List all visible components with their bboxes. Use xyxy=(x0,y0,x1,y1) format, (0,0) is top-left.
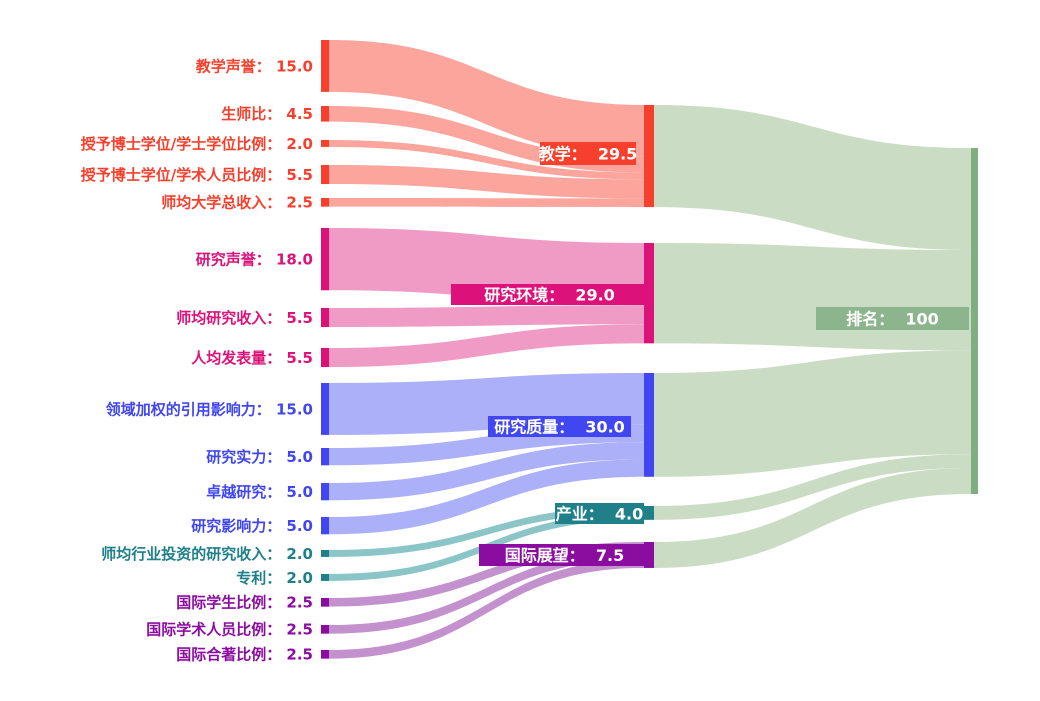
sankey-link-research_income-research_environment[interactable] xyxy=(329,305,644,328)
node-label-doctorate_bachelor_ratio: 授予博士学位/学士学位比例： 2.0 xyxy=(81,135,313,153)
node-label-box-research_environment: 研究环境： 29.0 xyxy=(451,284,648,305)
node-label-bg-industry xyxy=(555,503,644,524)
sankey-link-international_outlook-ranking[interactable] xyxy=(654,468,971,568)
sankey-node-industry_income[interactable] xyxy=(321,550,329,557)
node-label-institutional_income: 师均大学总收入： 2.5 xyxy=(161,194,313,212)
sankey-link-doctorate_staff_ratio-teaching[interactable] xyxy=(329,165,644,199)
node-label-bg-ranking xyxy=(816,307,969,330)
node-label-fwci: 领域加权的引用影响力： 15.0 xyxy=(105,400,313,418)
sankey-link-research_productivity-research_environment[interactable] xyxy=(329,324,644,368)
node-label-text-ranking: 排名： 100 xyxy=(846,309,939,328)
node-label-text-research_environment: 研究环境： 29.0 xyxy=(484,285,615,304)
node-label-research_reputation: 研究声誉： 18.0 xyxy=(196,251,313,269)
sankey-node-research_quality[interactable] xyxy=(644,373,654,477)
node-label-industry_income: 师均行业投资的研究收入： 2.0 xyxy=(101,545,313,563)
node-label-doctorate_staff_ratio: 授予博士学位/学术人员比例： 5.5 xyxy=(81,166,313,184)
sankey-labels: 教学声誉： 15.0 生师比： 4.5 授予博士学位/学士学位比例： 2.0 授予博士… xyxy=(81,57,969,664)
sankey-link-industry_income-industry[interactable] xyxy=(329,506,644,557)
node-label-text-teaching: 教学： 29.5 xyxy=(539,144,638,163)
sankey-node-ranking[interactable] xyxy=(971,148,978,494)
sankey-link-intl_students-international_outlook[interactable] xyxy=(329,542,644,607)
node-label-bg-research_quality xyxy=(488,416,631,437)
sankey-node-student_staff_ratio[interactable] xyxy=(321,106,329,122)
sankey-node-research_reputation[interactable] xyxy=(321,228,329,291)
sankey-node-research_excellence[interactable] xyxy=(321,483,329,501)
node-label-research_excellence: 卓越研究： 5.0 xyxy=(206,483,313,501)
sankey-link-research_quality-ranking[interactable] xyxy=(654,350,971,477)
sankey-node-research_income[interactable] xyxy=(321,308,329,328)
sankey-link-institutional_income-teaching[interactable] xyxy=(329,198,644,208)
sankey-link-intl_staff-international_outlook[interactable] xyxy=(329,550,644,634)
sankey-node-research_environment[interactable] xyxy=(644,243,654,344)
node-label-box-ranking: 排名： 100 xyxy=(816,307,969,330)
sankey-node-intl_coauthorship[interactable] xyxy=(321,650,329,659)
sankey-node-patents[interactable] xyxy=(321,574,329,581)
node-label-patents: 专利： 2.0 xyxy=(236,569,313,587)
sankey-nodes xyxy=(321,40,978,659)
node-label-student_staff_ratio: 生师比： 4.5 xyxy=(221,105,313,123)
sankey-node-intl_staff[interactable] xyxy=(321,625,329,634)
node-label-bg-research_environment xyxy=(451,284,648,305)
sankey-link-teaching-ranking[interactable] xyxy=(654,105,971,251)
sankey-link-research_environment-ranking[interactable] xyxy=(654,243,971,351)
node-label-teach_reputation: 教学声誉： 15.0 xyxy=(195,57,313,75)
sankey-link-industry-ranking[interactable] xyxy=(654,454,971,520)
node-label-box-industry: 产业： 4.0 xyxy=(555,503,644,524)
node-label-bg-teaching xyxy=(540,142,636,165)
sankey-node-fwci[interactable] xyxy=(321,383,329,435)
sankey-node-teaching[interactable] xyxy=(644,105,654,208)
node-label-research_income: 师均研究收入： 5.5 xyxy=(176,309,313,327)
node-label-box-teaching: 教学： 29.5 xyxy=(539,142,638,165)
sankey-node-research_influence[interactable] xyxy=(321,517,329,535)
node-label-research_productivity: 人均发表量： 5.5 xyxy=(191,349,313,367)
node-label-intl_coauthorship: 国际合著比例： 2.5 xyxy=(176,646,313,664)
node-label-research_influence: 研究影响力： 5.0 xyxy=(191,517,313,535)
node-label-bg-international_outlook xyxy=(479,544,650,566)
node-label-intl_staff: 国际学术人员比例： 2.5 xyxy=(146,621,313,639)
sankey-link-research_excellence-research_quality[interactable] xyxy=(329,442,644,501)
sankey-node-research_strength[interactable] xyxy=(321,448,329,466)
sankey-node-institutional_income[interactable] xyxy=(321,198,329,207)
sankey-node-doctorate_staff_ratio[interactable] xyxy=(321,165,329,185)
sankey-link-intl_coauthorship-international_outlook[interactable] xyxy=(329,559,644,659)
node-label-box-international_outlook: 国际展望： 7.5 xyxy=(479,544,650,566)
node-label-research_strength: 研究实力： 5.0 xyxy=(206,448,313,466)
node-label-text-research_quality: 研究质量： 30.0 xyxy=(494,417,625,436)
sankey-node-research_productivity[interactable] xyxy=(321,348,329,368)
node-label-text-industry: 产业： 4.0 xyxy=(556,504,644,523)
sankey-node-teach_reputation[interactable] xyxy=(321,40,329,92)
sankey-node-doctorate_bachelor_ratio[interactable] xyxy=(321,140,329,147)
node-label-text-international_outlook: 国际展望： 7.5 xyxy=(505,546,625,565)
node-label-intl_students: 国际学生比例： 2.5 xyxy=(176,594,313,612)
sankey-link-research_influence-research_quality[interactable] xyxy=(329,459,644,535)
node-label-box-research_quality: 研究质量： 30.0 xyxy=(488,416,631,437)
sankey-link-doctorate_bachelor_ratio-teaching[interactable] xyxy=(329,140,644,180)
sankey-node-intl_students[interactable] xyxy=(321,598,329,607)
sankey-node-industry[interactable] xyxy=(644,506,654,520)
sankey-link-teach_reputation-teaching[interactable] xyxy=(329,40,644,157)
